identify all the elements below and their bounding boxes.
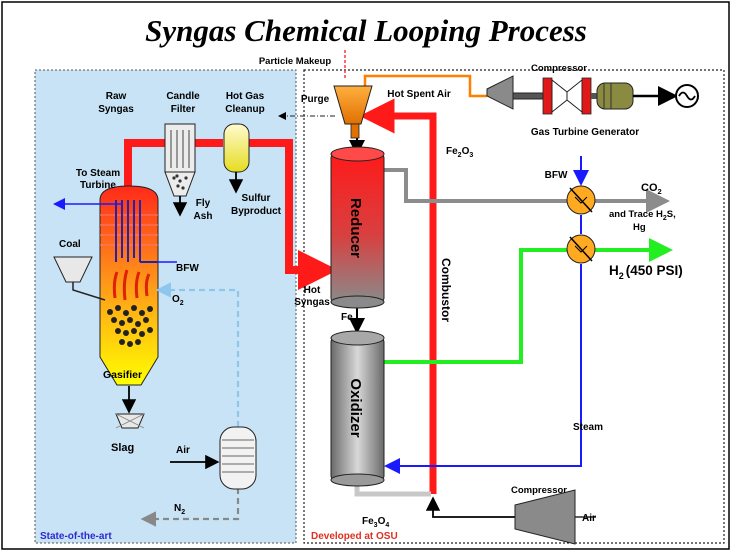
fe-label: Fe — [341, 312, 353, 323]
hot-syngas-flow — [249, 139, 338, 290]
developed-at-osu-label: Developed at OSU — [311, 531, 398, 542]
heat-exchanger-h2 — [566, 234, 596, 264]
sulfur-label-2: Byproduct — [231, 206, 282, 217]
cyclone-icon — [333, 85, 373, 125]
hot-spent-air-label: Hot Spent Air — [387, 89, 451, 100]
combustor-riser — [359, 98, 437, 494]
reducer-vessel — [330, 146, 385, 309]
to-steam-turbine-label-2: Turbine — [80, 180, 116, 191]
co2-label: CO2 — [641, 182, 662, 196]
n2-flow — [140, 488, 240, 527]
n2-label: N2 — [174, 503, 185, 516]
o2-flow — [155, 282, 240, 427]
candle-filter-icon — [164, 123, 196, 197]
coal-label: Coal — [59, 239, 81, 250]
reducer-label: Reducer — [347, 198, 364, 258]
slag-label: Slag — [111, 442, 134, 454]
air-separation-unit — [219, 426, 257, 490]
bfw-right-label: BFW — [545, 170, 568, 181]
trace-label-1: and Trace H2S, — [609, 209, 676, 222]
compressed-air-flow — [425, 496, 515, 518]
gas-turbine-generator — [486, 75, 699, 115]
hot-gas-cleanup-label-2: Cleanup — [225, 104, 264, 115]
state-of-the-art-label: State-of-the-art — [40, 531, 112, 542]
to-steam-turbine-label-1: To Steam — [76, 168, 120, 179]
candle-filter-label-2: Filter — [171, 104, 196, 115]
o2-label: O2 — [172, 294, 184, 307]
trace-label-2: Hg — [633, 222, 646, 233]
bfw-left-label: BFW — [176, 263, 199, 274]
raw-syngas-flow — [124, 139, 165, 188]
steam-flow — [384, 264, 582, 474]
air-left-label: Air — [176, 445, 190, 456]
air-right-label: Air — [582, 513, 596, 524]
raw-syngas-label-1: Raw — [106, 91, 127, 102]
fly-ash-label-2: Ash — [194, 211, 213, 222]
sulfur-label-1: Sulfur — [242, 193, 271, 204]
gas-turbine-generator-label: Gas Turbine Generator — [531, 127, 639, 138]
slag-cart-icon — [115, 413, 145, 429]
cyclone-standpipe — [350, 123, 360, 139]
particle-makeup-label: Particle Makeup — [259, 56, 332, 67]
hot-gas-cleanup-label-1: Hot Gas — [226, 91, 265, 102]
raw-syngas-label-2: Syngas — [98, 104, 134, 115]
combustor-label: Combustor — [439, 258, 453, 322]
hot-syngas-label-1: Hot — [304, 285, 321, 296]
fe3o4-label: Fe3O4 — [362, 516, 389, 529]
hot-spent-air-flow — [363, 74, 487, 98]
compressor-top-label: Compressor — [531, 63, 587, 74]
heat-exchanger-co2 — [566, 185, 596, 215]
oxidizer-vessel — [330, 330, 385, 487]
hot-gas-cleanup-vessel — [223, 123, 250, 173]
compressor-bottom-label: Compressor — [511, 485, 567, 496]
fe2o3-label: Fe2O3 — [446, 146, 473, 159]
hot-syngas-label-2: Syngas — [294, 297, 330, 308]
candle-filter-label-1: Candle — [166, 91, 200, 102]
gasifier-vessel — [99, 185, 159, 386]
oxidizer-label: Oxidizer — [347, 378, 364, 437]
h2-label: H2(450 PSI) — [609, 263, 683, 281]
coal-hopper-icon — [53, 256, 106, 301]
fly-ash-label-1: Fly — [196, 198, 211, 209]
steam-label: Steam — [573, 422, 603, 433]
air-compressor-icon — [514, 489, 576, 545]
co2-flow — [384, 168, 670, 213]
gasifier-label: Gasifier — [103, 369, 142, 381]
purge-label: Purge — [301, 94, 330, 105]
diagram-title: Syngas Chemical Looping Process — [145, 13, 587, 48]
